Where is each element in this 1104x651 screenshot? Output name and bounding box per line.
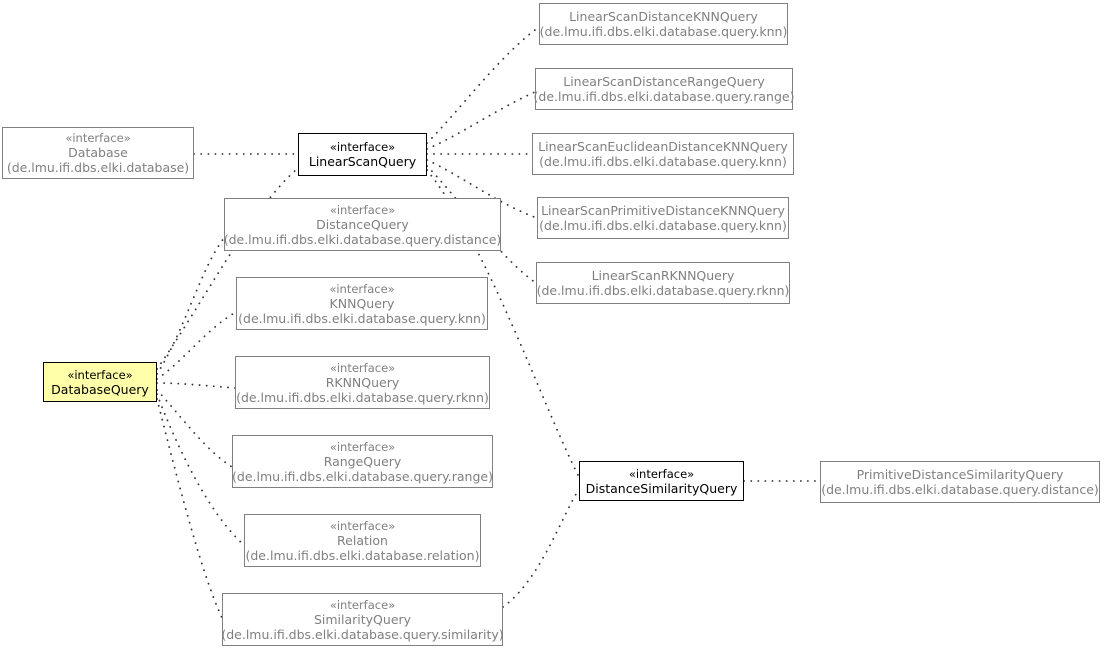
edge-linearscanquery-to-linearscandistancerangequery (426, 91, 536, 150)
node-name: DatabaseQuery (51, 381, 149, 397)
node-stereotype: «interface» (329, 202, 396, 217)
node-stereotype: «interface» (329, 281, 395, 296)
node-stereotype: «interface» (67, 367, 133, 382)
node-name: SimilarityQuery (313, 611, 412, 627)
edge-databasequery-to-relation (156, 393, 245, 546)
edge-databasequery-to-rknnquery (156, 382, 236, 389)
class-node-linearscanquery[interactable]: «interface»LinearScanQuery (298, 133, 427, 176)
node-package: (de.lmu.ifi.dbs.elki.database.relation) (245, 547, 480, 563)
class-node-relation[interactable]: «interface»Relation(de.lmu.ifi.dbs.elki.… (244, 514, 481, 567)
node-name: LinearScanPrimitiveDistanceKNNQuery (541, 203, 785, 218)
node-package: (de.lmu.ifi.dbs.elki.database.query.knn) (539, 218, 787, 233)
node-package: (de.lmu.ifi.dbs.elki.database.query.rang… (232, 468, 493, 484)
class-node-rknnquery[interactable]: «interface»RKNNQuery(de.lmu.ifi.dbs.elki… (235, 356, 490, 409)
node-package: (de.lmu.ifi.dbs.elki.database.query.knn) (539, 154, 787, 169)
node-stereotype: «interface» (329, 439, 396, 454)
edge-databasequery-to-distancequery (156, 237, 225, 375)
node-name: LinearScanDistanceKNNQuery (569, 9, 758, 24)
edge-databasequery-to-similarityquery (156, 398, 223, 619)
edge-databasequery-to-rangequery (156, 389, 233, 468)
node-package: (de.lmu.ifi.dbs.elki.database.query.knn) (539, 24, 788, 39)
node-package: (de.lmu.ifi.dbs.elki.database.query.rknn… (236, 389, 489, 405)
edge-similarityquery-to-distancesimilarityquery (502, 488, 580, 608)
node-name: Database (68, 145, 128, 160)
node-name: LinearScanEuclideanDistanceKNNQuery (538, 139, 788, 154)
node-name: LinearScanQuery (308, 154, 417, 169)
class-node-database[interactable]: «interface»Database(de.lmu.ifi.dbs.elki.… (2, 127, 194, 179)
class-node-linearscandistancerangequery[interactable]: LinearScanDistanceRangeQuery(de.lmu.ifi.… (533, 68, 795, 110)
edge-linearscanquery-to-linearscandistanceknnquery (426, 26, 540, 144)
class-node-primitivedistancesimilarityquery[interactable]: PrimitiveDistanceSimilarityQuery(de.lmu.… (820, 461, 1100, 503)
class-node-distancequery[interactable]: «interface»DistanceQuery(de.lmu.ifi.dbs.… (224, 198, 501, 251)
node-stereotype: «interface» (65, 131, 131, 145)
class-node-linearscanprimitivedistanceknnquery[interactable]: LinearScanPrimitiveDistanceKNNQuery(de.l… (537, 197, 789, 239)
node-stereotype: «interface» (329, 360, 396, 375)
edge-databasequery-to-knnquery (156, 311, 237, 380)
class-node-databasequery[interactable]: «interface»DatabaseQuery (43, 362, 157, 402)
class-node-similarityquery[interactable]: «interface»SimilarityQuery(de.lmu.ifi.db… (221, 593, 504, 646)
class-node-rangequery[interactable]: «interface»RangeQuery(de.lmu.ifi.dbs.elk… (232, 435, 493, 488)
node-package: (de.lmu.ifi.dbs.elki.database.query.rang… (533, 89, 795, 104)
node-stereotype: «interface» (329, 518, 396, 533)
node-package: (de.lmu.ifi.dbs.elki.database.query.rknn… (536, 283, 790, 298)
node-package: (de.lmu.ifi.dbs.elki.database.query.dist… (821, 482, 1099, 497)
class-node-knnquery[interactable]: «interface»KNNQuery(de.lmu.ifi.dbs.elki.… (236, 277, 488, 330)
node-name: RangeQuery (323, 453, 402, 469)
node-name: KNNQuery (329, 295, 395, 311)
node-name: DistanceSimilarityQuery (585, 480, 738, 496)
class-node-linearscandistanceknnquery[interactable]: LinearScanDistanceKNNQuery(de.lmu.ifi.db… (539, 3, 788, 45)
node-stereotype: «interface» (628, 466, 695, 481)
node-package: (de.lmu.ifi.dbs.elki.database.query.simi… (221, 626, 504, 642)
node-name: PrimitiveDistanceSimilarityQuery (856, 467, 1064, 482)
node-package: (de.lmu.ifi.dbs.elki.database) (6, 160, 190, 175)
node-name: DistanceQuery (316, 216, 409, 232)
node-name: Relation (337, 532, 388, 548)
node-name: LinearScanRKNNQuery (591, 268, 735, 283)
class-node-linearscaneuclideandistanceknnquery[interactable]: LinearScanEuclideanDistanceKNNQuery(de.l… (532, 133, 794, 175)
class-node-distancesimilarityquery[interactable]: «interface»DistanceSimilarityQuery (579, 461, 744, 501)
node-name: RKNNQuery (325, 374, 400, 390)
node-package: (de.lmu.ifi.dbs.elki.database.query.dist… (223, 231, 502, 247)
node-stereotype: «interface» (329, 597, 396, 612)
node-stereotype: «interface» (329, 140, 396, 154)
node-package: (de.lmu.ifi.dbs.elki.database.query.knn) (238, 310, 486, 326)
class-node-linearscanrknnquery[interactable]: LinearScanRKNNQuery(de.lmu.ifi.dbs.elki.… (536, 262, 790, 304)
node-name: LinearScanDistanceRangeQuery (563, 74, 765, 89)
